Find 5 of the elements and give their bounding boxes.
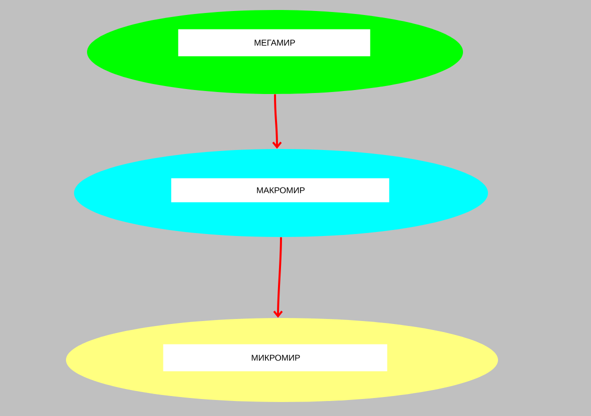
arrow: [273, 237, 283, 318]
arrow: [272, 94, 282, 149]
text-box: МИКРОМИР: [163, 344, 388, 372]
text-box: МАКРОМИР: [171, 178, 390, 202]
text-box: МЕГАМИР: [178, 29, 370, 56]
